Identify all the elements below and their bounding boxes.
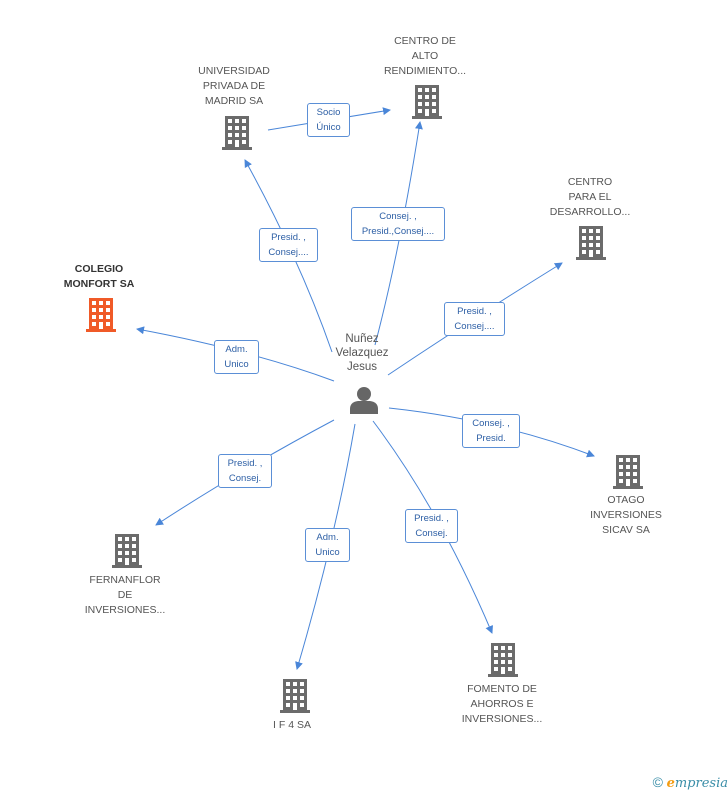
brand-initial: e: [666, 776, 675, 791]
fernanflor-building-icon[interactable]: [112, 534, 144, 568]
node-label-universidad[interactable]: UNIVERSIDAD PRIVADA DE MADRID SA: [198, 65, 270, 107]
node-label-centro-alto[interactable]: CENTRO DE ALTO RENDIMIENTO...: [383, 35, 467, 77]
node-label-if4[interactable]: I F 4 SA: [273, 719, 311, 731]
edge-to-centro-alto: [374, 121, 423, 346]
copyright-symbol: ©: [652, 774, 663, 790]
node-label-centro-para[interactable]: CENTRO PARA EL DESARROLLO...: [549, 176, 631, 218]
edge-label-to-fernanflor: Presid. , Consej.: [218, 454, 272, 488]
edge-label-to-fomento: Presid. , Consej.: [405, 509, 458, 543]
centro-para-building-icon[interactable]: [576, 226, 608, 260]
edge-label-to-if4: Adm. Unico: [305, 528, 350, 562]
edge-label-to-centro-alto: Consej. , Presid.,Consej....: [351, 207, 445, 241]
edge-label-to-colegio: Adm. Unico: [214, 340, 259, 374]
edge-label-socio-unico: Socio Único: [307, 103, 350, 137]
node-label-otago[interactable]: OTAGO INVERSIONES SICAV SA: [590, 494, 662, 536]
footer-brand: © empresia: [653, 774, 728, 791]
node-label-fernanflor[interactable]: FERNANFLOR DE INVERSIONES...: [84, 574, 166, 616]
node-label-colegio[interactable]: COLEGIO MONFORT SA: [63, 263, 135, 290]
colegio-building-icon[interactable]: [86, 298, 118, 332]
person-icon[interactable]: [349, 386, 379, 414]
if4-building-icon[interactable]: [280, 679, 312, 713]
node-label-fomento[interactable]: FOMENTO DE AHORROS E INVERSIONES...: [461, 683, 543, 725]
edge-label-to-centro-para: Presid. , Consej....: [444, 302, 505, 336]
center-person-label[interactable]: Nuñez Velazquez Jesus: [335, 333, 389, 373]
centro-alto-building-icon[interactable]: [412, 85, 444, 119]
universidad-building-icon[interactable]: [222, 116, 254, 150]
fomento-building-icon[interactable]: [488, 643, 520, 677]
brand-name: mpresia: [674, 776, 728, 791]
edge-label-to-otago: Consej. , Presid.: [462, 414, 520, 448]
edge-label-to-universidad: Presid. , Consej....: [259, 228, 318, 262]
otago-building-icon[interactable]: [613, 455, 645, 489]
